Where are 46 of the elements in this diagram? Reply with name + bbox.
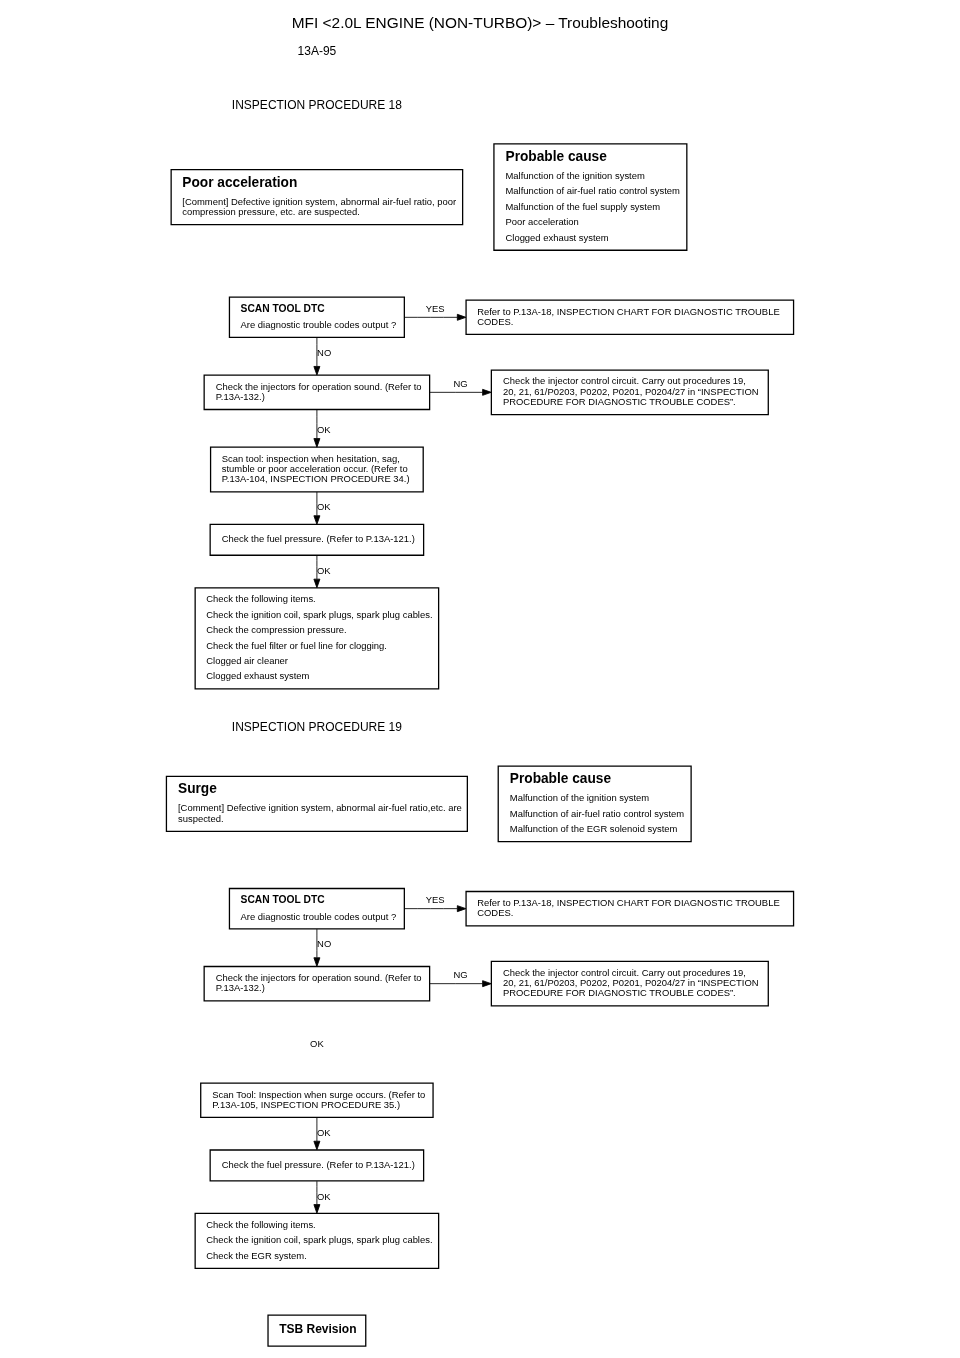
arrow xyxy=(429,980,492,988)
node-box: Check the fuel pressure. (Refer to P.13A-121.) xyxy=(209,1149,425,1182)
edge-label: NG xyxy=(453,969,468,981)
node-box: Poor acceleration [Comment] Defective ignition system, abnormal air-fuel ratio, poor compression pressure, etc. are suspected. xyxy=(170,169,464,226)
node-box: Check the injector control circuit. Carry out procedures 19, 20, 21, 61/P0203, P0202, P0201, P0204/27 in “INSPECTION PROCEDURE FOR DIAGNOSTIC TROUBLE CODES”. xyxy=(490,960,769,1007)
node-box: Check the following items. Check the ignition coil, spark plugs, spark plug cables. Check the compression pressure. Check the fuel filter or fuel line for clogging. Clogged air cleaner Clogged exhaust system xyxy=(194,587,440,690)
arrow xyxy=(313,554,321,589)
edge-label: OK xyxy=(316,424,331,436)
edge-label: YES xyxy=(425,303,445,315)
label: INSPECTION PROCEDURE 18 xyxy=(231,97,402,112)
label: INSPECTION PROCEDURE 19 xyxy=(231,719,402,734)
node-box: Check the fuel pressure. (Refer to P.13A-121.) xyxy=(209,523,425,556)
node-box: Check the injectors for operation sound. (Refer to P.13A-132.) xyxy=(203,374,431,411)
node-box: SCAN TOOL DTC Are diagnostic trouble codes output ? xyxy=(228,296,405,339)
arrow xyxy=(313,491,321,525)
node-box: TSB Revision xyxy=(267,1314,367,1347)
edge-label: NO xyxy=(317,938,332,950)
edge-label: OK xyxy=(316,1190,331,1202)
label: OK xyxy=(310,1037,324,1049)
node-box: Check the injectors for operation sound. (Refer to P.13A-132.) xyxy=(203,965,431,1002)
edge-label: OK xyxy=(316,1127,331,1139)
node-box: SCAN TOOL DTC Are diagnostic trouble codes output ? xyxy=(228,887,405,930)
arrow xyxy=(429,388,492,396)
node-box: Refer to P.13A-18, INSPECTION CHART FOR DIAGNOSTIC TROUBLE CODES. xyxy=(465,299,795,336)
node-box: Probable cause Malfunction of the ignition system Malfunction of air-fuel ratio control system Malfunction of the fuel supply system Poor acceleration Clogged exhaust system xyxy=(493,143,688,251)
arrow xyxy=(313,337,321,376)
label: 13A-95 xyxy=(297,43,337,58)
edge-label: OK xyxy=(316,564,331,576)
edge-label: OK xyxy=(316,501,331,513)
arrow xyxy=(313,1180,321,1214)
arrow xyxy=(313,928,321,967)
node-box: Scan Tool: Inspection when surge occurs. (Refer to P.13A-105, INSPECTION PROCEDURE 35.) xyxy=(200,1082,434,1119)
node-box: Check the injector control circuit. Carry out procedures 19, 20, 21, 61/P0203, P0202, P0201, P0204/27 in “INSPECTION PROCEDURE FOR DIAGNOSTIC TROUBLE CODES”. xyxy=(490,369,769,416)
node-box: Scan tool: inspection when hesitation, sag, stumble or poor acceleration occur. (Refer to P.13A-104, INSPECTION PROCEDURE 34.) xyxy=(209,446,424,493)
edge-label: NO xyxy=(317,347,332,359)
node-box: Probable cause Malfunction of the ignition system Malfunction of air-fuel ratio control system Malfunction of the EGR solenoid system xyxy=(497,765,692,843)
node-box: Surge [Comment] Defective ignition system, abnormal air-fuel ratio,etc. are suspected. xyxy=(165,775,468,832)
arrow xyxy=(404,313,467,321)
arrow xyxy=(313,409,321,448)
node-box: Check the following items. Check the ignition coil, spark plugs, spark plug cables. Check the EGR system. xyxy=(194,1212,440,1269)
node-box: Refer to P.13A-18, INSPECTION CHART FOR DIAGNOSTIC TROUBLE CODES. xyxy=(465,890,795,927)
arrow xyxy=(404,905,467,913)
arrow xyxy=(313,1117,321,1151)
edge-label: YES xyxy=(425,894,445,906)
edge-label: NG xyxy=(453,378,468,390)
diagram-title: MFI <2.0L ENGINE (NON-TURBO)> – Troubleshooting xyxy=(291,13,669,31)
